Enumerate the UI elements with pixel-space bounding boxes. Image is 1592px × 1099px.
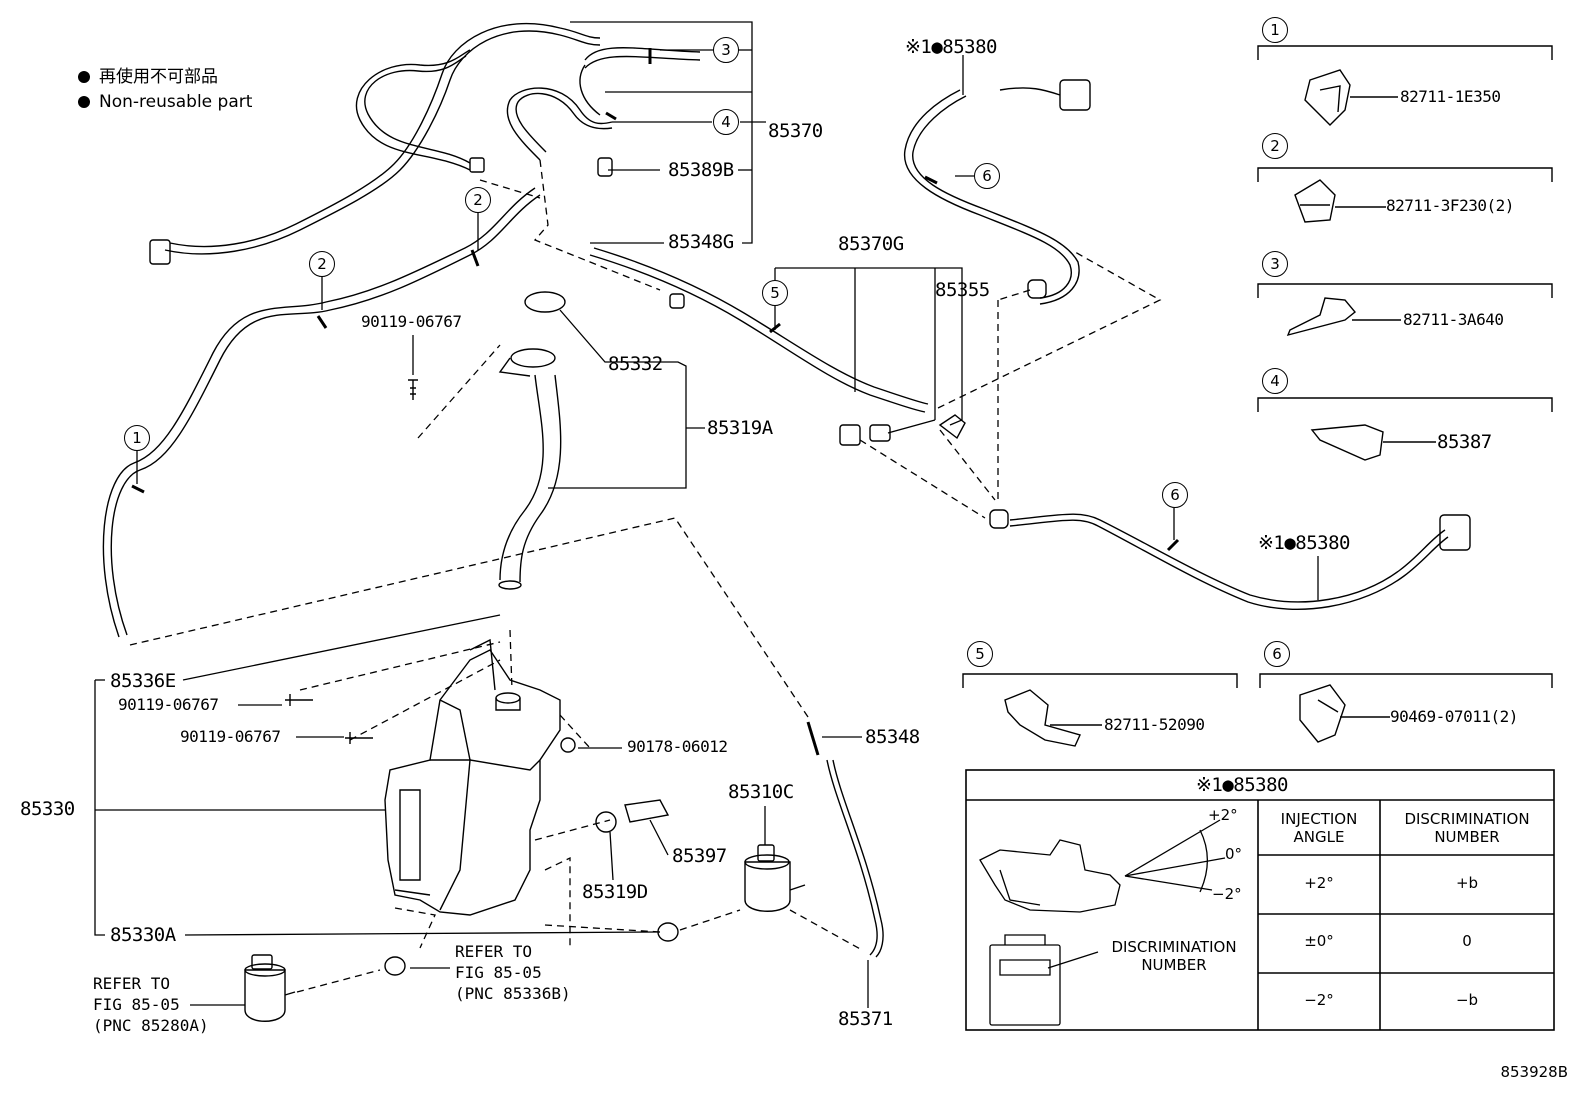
disc-line: NUMBER [1141, 956, 1207, 974]
refer-line: (PNC 85336B) [455, 984, 571, 1003]
legend-en-text: Non-reusable part [99, 92, 253, 112]
legend-jp-text: 再使用不可部品 [99, 67, 218, 87]
angle-table-grid [965, 769, 1555, 1031]
figure-id: 853928B [1500, 1063, 1568, 1081]
hose-lines [102, 23, 1471, 958]
callout-2: 2 [465, 187, 491, 213]
header-line: ANGLE [1293, 828, 1345, 846]
table-title: ※1●85380 [1196, 774, 1289, 796]
part-90119-b: 90119-06767 [180, 727, 281, 746]
table-cell-angle: +2° [1304, 874, 1334, 892]
refer-block-85280A: REFER TO FIG 85-05 (PNC 85280A) [93, 973, 209, 1036]
part-85330A: 85330A [110, 924, 176, 946]
table-cell-number: 0 [1462, 932, 1472, 950]
angle-minus-label: −2° [1212, 885, 1242, 903]
nozzle-drawing [979, 819, 1226, 1026]
leader-lines [94, 21, 1319, 1008]
callout-4: 4 [713, 109, 739, 135]
clip-rings [131, 48, 1180, 552]
callout-6: 6 [1162, 482, 1188, 508]
part-85330: 85330 [20, 798, 75, 820]
part-85310C: 85310C [728, 781, 794, 803]
part-85380-mid: ※1●85380 [1258, 532, 1351, 554]
panel-number-6: 6 [1264, 641, 1290, 667]
panel-part-2: 82711-3F230(2) [1386, 196, 1514, 215]
panel-part-3: 82711-3A640 [1403, 310, 1504, 329]
dot-icon [78, 96, 90, 108]
part-85319D: 85319D [582, 881, 648, 903]
panel-part-4: 85387 [1437, 431, 1492, 453]
part-85397: 85397 [672, 845, 727, 867]
part-85389B: 85389B [668, 159, 734, 181]
part-85336E: 85336E [110, 670, 176, 692]
refer-line: REFER TO [93, 974, 171, 993]
legend-en: Non-reusable part [78, 91, 252, 113]
table-cell-number: +b [1455, 874, 1479, 892]
angle-zero-label: 0° [1225, 845, 1243, 863]
header-line: NUMBER [1434, 828, 1500, 846]
legend-jp: 再使用不可部品 [78, 66, 218, 88]
callout-5: 5 [762, 280, 788, 306]
header-line: DISCRIMINATION [1404, 810, 1530, 828]
callout-1: 1 [124, 425, 150, 451]
part-85355: 85355 [935, 279, 990, 301]
part-85370G: 85370G [838, 233, 904, 255]
part-85371: 85371 [838, 1008, 893, 1030]
part-85348G: 85348G [668, 231, 734, 253]
part-85332: 85332 [608, 353, 663, 375]
part-85319A: 85319A [707, 417, 773, 439]
refer-line: FIG 85-05 [455, 963, 542, 982]
disc-number-label: DISCRIMINATION NUMBER [1100, 938, 1248, 974]
disc-line: DISCRIMINATION [1111, 938, 1237, 956]
table-header-angle: INJECTION ANGLE [1258, 810, 1380, 846]
panel-number-2: 2 [1262, 133, 1288, 159]
callout-2: 2 [309, 251, 335, 277]
part-90178: 90178-06012 [627, 737, 728, 756]
callout-3: 3 [713, 37, 739, 63]
table-cell-angle: ±0° [1304, 932, 1334, 950]
panel-part-6: 90469-07011(2) [1390, 707, 1518, 726]
dashed-lines [129, 159, 1162, 993]
refer-line: (PNC 85280A) [93, 1016, 209, 1035]
angle-plus-label: +2° [1208, 806, 1238, 824]
clip-panel-brackets [962, 45, 1553, 747]
table-cell-number: −b [1455, 991, 1479, 1009]
refer-line: REFER TO [455, 942, 533, 961]
table-cell-angle: −2° [1304, 991, 1334, 1009]
panel-number-1: 1 [1262, 17, 1288, 43]
panel-part-1: 82711-1E350 [1400, 87, 1501, 106]
panel-part-5: 82711-52090 [1104, 715, 1205, 734]
table-header-number: DISCRIMINATION NUMBER [1380, 810, 1554, 846]
part-85348: 85348 [865, 726, 920, 748]
part-90119-top: 90119-06767 [361, 312, 462, 331]
part-85370: 85370 [768, 120, 823, 142]
callout-6: 6 [974, 163, 1000, 189]
panel-number-4: 4 [1262, 368, 1288, 394]
refer-line: FIG 85-05 [93, 995, 180, 1014]
part-90119-a: 90119-06767 [118, 695, 219, 714]
panel-number-5: 5 [967, 641, 993, 667]
part-85380-top: ※1●85380 [905, 36, 998, 58]
header-line: INJECTION [1280, 810, 1358, 828]
dot-icon [78, 71, 90, 83]
panel-number-3: 3 [1262, 251, 1288, 277]
refer-block-85336B: REFER TO FIG 85-05 (PNC 85336B) [455, 941, 571, 1004]
